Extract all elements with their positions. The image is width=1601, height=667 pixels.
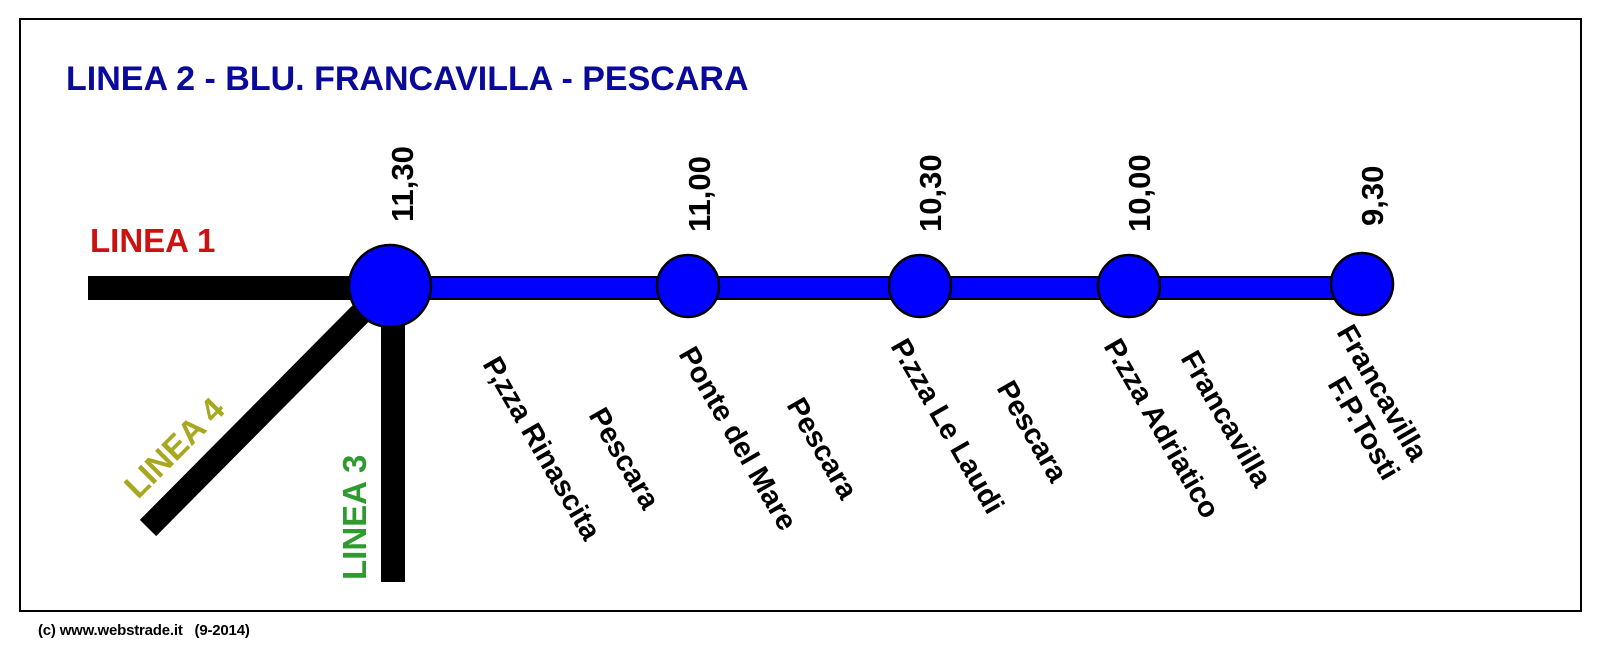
station-dot: [655, 253, 721, 319]
station-time: 11,00: [682, 156, 717, 232]
station-time: 11,30: [385, 146, 420, 222]
map-frame: [19, 18, 1582, 612]
station-time: 9,30: [1355, 166, 1390, 226]
station-dot: [1329, 251, 1395, 317]
linea2-track: [389, 276, 1363, 300]
station-name-line2: P.zza Le Laudi: [884, 334, 1010, 520]
station-name-line1: Pescara: [990, 376, 1074, 489]
station-name-line2: P,zza Rinascita: [476, 352, 607, 547]
station-dot: [1096, 253, 1162, 319]
linea1-label: LINEA 1: [90, 222, 215, 259]
linea3-label: LINEA 3: [336, 455, 373, 580]
station-dot: [887, 253, 953, 319]
copyright-notice: (c) www.webstrade.it (9-2014): [38, 622, 250, 639]
station-le-laudi[interactable]: 10,30 Pescara P.zza Le Laudi: [884, 154, 1074, 519]
linea1-track: [88, 276, 390, 300]
station-adriatico[interactable]: 10,00 Francavilla P.zza Adriatico: [1096, 154, 1278, 524]
station-terminal-tosti[interactable]: 9,30 Francavilla F.P.Tosti: [1321, 166, 1434, 486]
station-name-line1: Pescara: [582, 403, 666, 516]
station-time: 10,30: [913, 154, 948, 232]
linea3-track: [381, 290, 405, 582]
station-name-line1: Pescara: [780, 393, 864, 506]
station-time: 10,00: [1122, 154, 1157, 232]
station-ponte-del-mare[interactable]: 11,00 Pescara Ponte del Mare: [655, 156, 864, 537]
station-name-line2: Ponte del Mare: [672, 342, 803, 537]
linea4-track: [139, 287, 387, 537]
station-dot: [347, 243, 433, 329]
map-title: LINEA 2 - BLU. FRANCAVILLA - PESCARA: [66, 60, 749, 98]
